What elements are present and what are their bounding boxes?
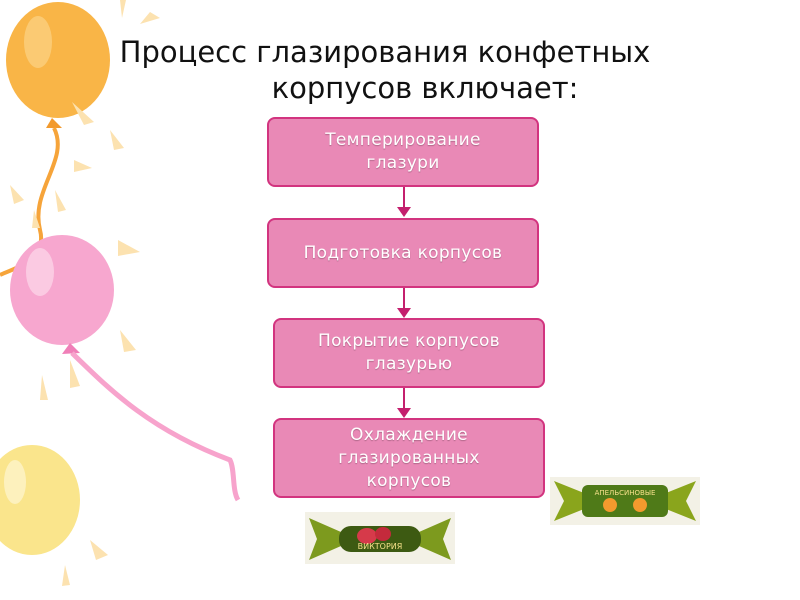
slide-title: Процесс глазирования конфетных корпусов … (105, 34, 705, 106)
step-3-line-2: глазурью (365, 354, 453, 374)
arrow-down-icon (397, 187, 411, 217)
step-tempering-box: Темперирование глазури (267, 117, 539, 187)
step-preparation-box: Подготовка корпусов (267, 218, 539, 288)
pink-balloon (10, 235, 241, 502)
step-cooling-box: Охлаждение глазированных корпусов (273, 418, 545, 498)
step-1-line-2: глазури (366, 153, 440, 173)
ray-decorations (10, 0, 160, 586)
step-3-line-1: Покрытие корпусов (318, 331, 500, 351)
candy-viktoriya-image: ВИКТОРИЯ (305, 512, 455, 564)
candy-apelsinovye-image: АПЕЛЬСИНОВЫЕ (550, 477, 700, 525)
arrow-down-icon (397, 388, 411, 418)
title-line-1: Процесс глазирования конфетных (119, 35, 651, 69)
arrow-down-icon (397, 288, 411, 318)
title-line-2: корпусов включает: (271, 71, 579, 105)
yellow-balloon (0, 445, 80, 555)
candy-2-label: АПЕЛЬСИНОВЫЕ (595, 489, 656, 497)
step-4-line-2: глазированных (338, 447, 480, 468)
step-4-line-3: корпусов (366, 470, 452, 491)
step-1-line-1: Темперирование (325, 130, 481, 150)
step-coating-box: Покрытие корпусов глазурью (273, 318, 545, 388)
step-4-line-1: Охлаждение (350, 424, 468, 445)
candy-1-label: ВИКТОРИЯ (358, 542, 403, 551)
step-2-line-1: Подготовка корпусов (303, 242, 503, 263)
